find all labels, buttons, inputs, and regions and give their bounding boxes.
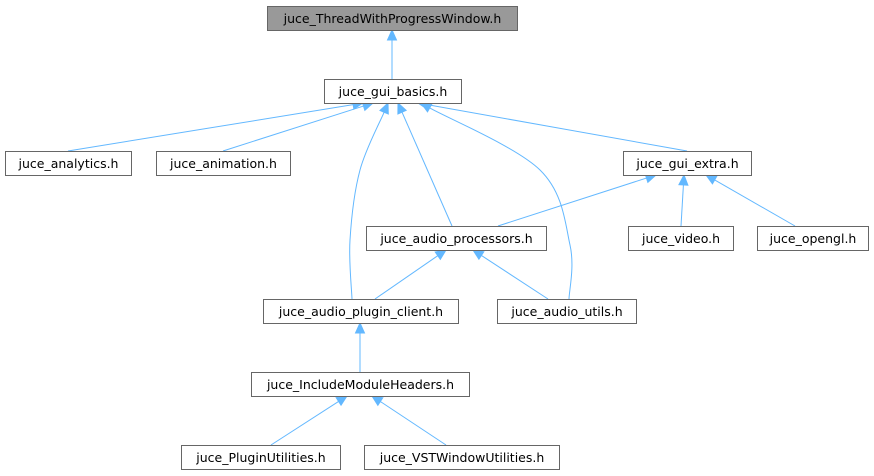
edge-n4-n1 [416, 99, 688, 152]
edge-n1-n0 [386, 28, 398, 79]
edge-line [270, 400, 339, 446]
edge-line [349, 112, 385, 300]
node-label: juce_analytics.h [18, 156, 119, 171]
node-juce-threadwithprogresswindow-h: juce_ThreadWithProgressWindow.h [267, 6, 518, 31]
edge-n9-n5 [471, 249, 549, 300]
arrowhead-icon [419, 102, 433, 113]
arrowhead-icon [386, 28, 398, 41]
node-box [324, 79, 462, 104]
edge-line [481, 255, 549, 300]
node-label: juce_animation.h [169, 156, 277, 171]
arrowhead-icon [434, 249, 448, 261]
edge-line [401, 111, 453, 227]
arrowhead-icon [471, 249, 485, 261]
node-juce-vstwindowutilities-h[interactable]: juce_VSTWindowUtilities.h [364, 445, 560, 470]
node-box [366, 226, 547, 251]
edge-n8-n1 [349, 101, 389, 300]
edge-n9-n1 [419, 102, 573, 300]
node-juce-pluginutilities-h[interactable]: juce_PluginUtilities.h [181, 445, 341, 470]
node-label: juce_opengl.h [769, 231, 857, 246]
nodes-layer: juce_ThreadWithProgressWindow.h juce_gui_… [5, 6, 869, 470]
edge-n2-n1 [67, 99, 365, 152]
node-box [497, 299, 637, 324]
node-juce-video-h[interactable]: juce_video.h [628, 226, 734, 251]
edge-line [222, 105, 364, 152]
node-box [628, 226, 734, 251]
edge-n5-n4 [497, 173, 658, 227]
node-label: juce_PluginUtilities.h [195, 450, 325, 465]
node-label: juce_audio_utils.h [510, 304, 622, 319]
edge-n8-n5 [374, 249, 448, 300]
arrowhead-icon [379, 101, 389, 115]
node-juce-analytics-h[interactable]: juce_analytics.h [5, 151, 132, 176]
edge-line [680, 184, 684, 227]
edge-n5-n1 [397, 101, 453, 227]
node-juce-includemoduleheaders-h[interactable]: juce_IncludeModuleHeaders.h [251, 372, 470, 397]
node-juce-audio-plugin-client-h[interactable]: juce_audio_plugin_client.h [263, 299, 459, 324]
edge-line [429, 107, 573, 300]
arrowhead-icon [397, 101, 408, 115]
edge-n12-n10 [370, 395, 447, 446]
node-juce-animation-h[interactable]: juce_animation.h [156, 151, 291, 176]
node-label: juce_VSTWindowUtilities.h [379, 450, 545, 465]
node-box [251, 372, 470, 397]
node-juce-gui-basics-h[interactable]: juce_gui_basics.h [324, 79, 462, 104]
arrowhead-icon [678, 173, 689, 186]
node-box [623, 151, 752, 176]
node-juce-audio-processors-h[interactable]: juce_audio_processors.h [366, 226, 547, 251]
node-box [263, 299, 459, 324]
node-label: juce_ThreadWithProgressWindow.h [283, 11, 502, 26]
node-juce-audio-utils-h[interactable]: juce_audio_utils.h [497, 299, 637, 324]
node-label: juce_audio_plugin_client.h [278, 304, 443, 319]
arrowhead-icon [370, 395, 384, 407]
edge-n3-n1 [222, 101, 375, 152]
edge-n10-n8 [354, 321, 366, 372]
edge-n6-n4 [678, 173, 689, 227]
node-label: juce_gui_extra.h [635, 156, 738, 171]
node-juce-opengl-h[interactable]: juce_opengl.h [757, 226, 869, 251]
edge-line [714, 179, 796, 227]
node-label: juce_gui_basics.h [338, 84, 448, 99]
node-label: juce_IncludeModuleHeaders.h [266, 377, 454, 392]
edge-n11-n10 [270, 395, 349, 446]
node-box [267, 6, 518, 31]
node-label: juce_video.h [641, 231, 720, 246]
node-juce-gui-extra-h[interactable]: juce_gui_extra.h [623, 151, 752, 176]
node-box [364, 445, 560, 470]
node-box [757, 226, 869, 251]
edge-line [427, 104, 688, 152]
arrowhead-icon [704, 174, 718, 185]
arrowhead-icon [335, 395, 349, 407]
node-box [156, 151, 291, 176]
arrowhead-icon [354, 321, 366, 334]
node-label: juce_audio_processors.h [379, 231, 532, 246]
edge-line [374, 255, 439, 300]
node-box [181, 445, 341, 470]
edge-line [497, 177, 647, 227]
edge-line [67, 104, 354, 152]
edge-line [380, 401, 447, 446]
node-box [5, 151, 132, 176]
edge-n7-n4 [704, 174, 796, 227]
